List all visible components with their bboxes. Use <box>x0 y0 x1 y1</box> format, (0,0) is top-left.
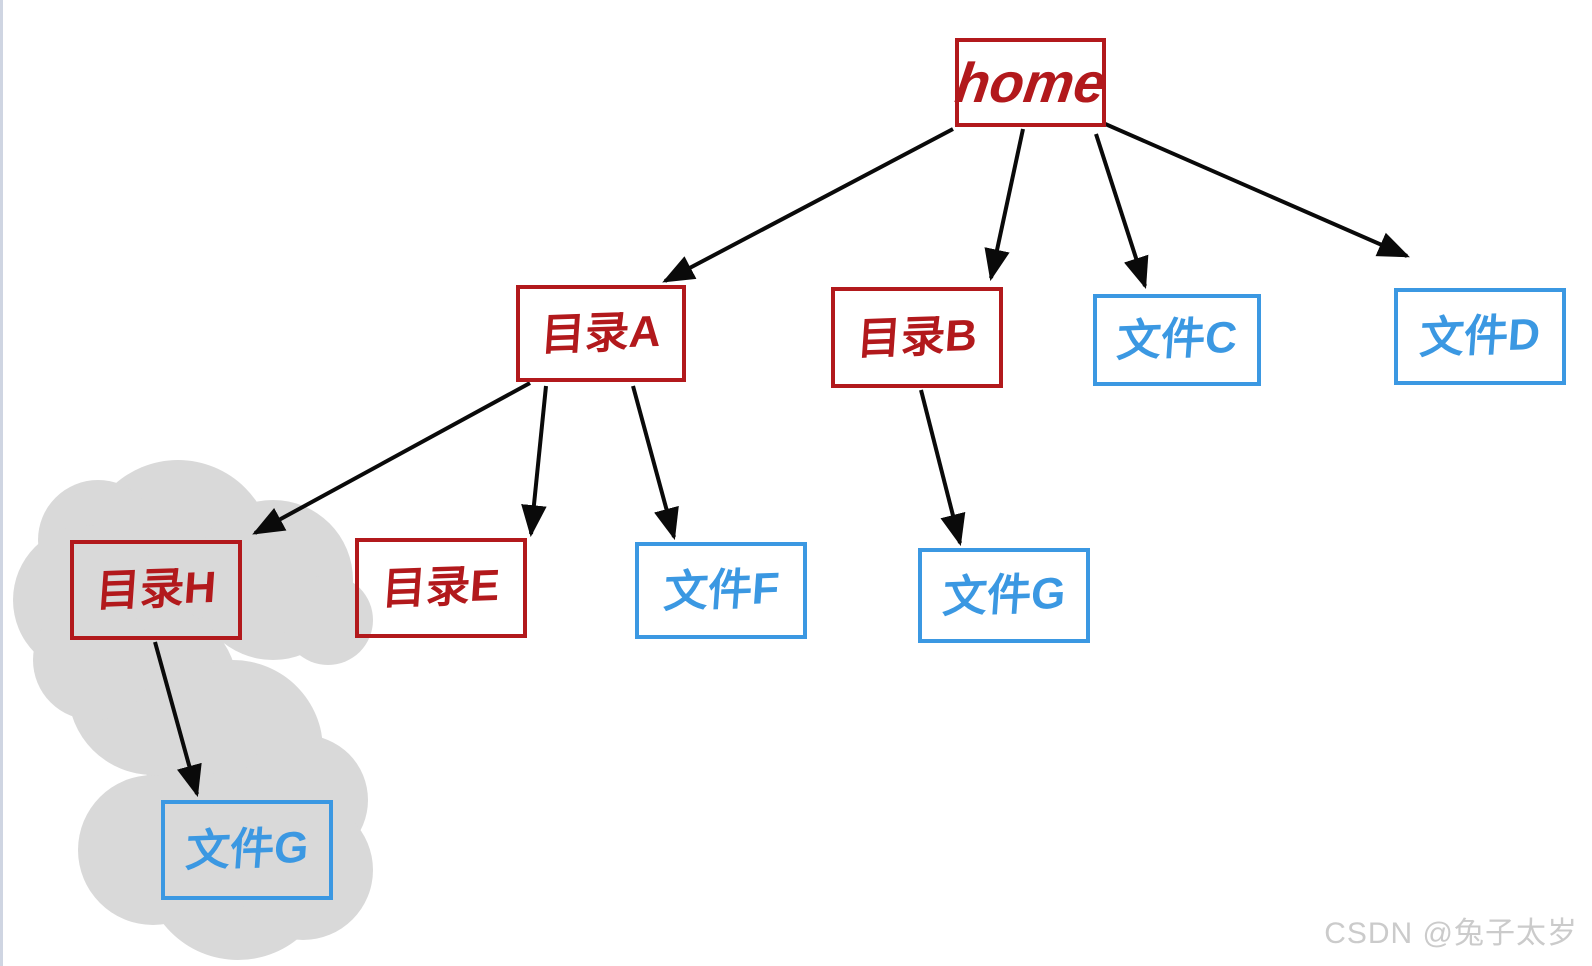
node-file-d: 文件D <box>1394 288 1566 385</box>
node-dir-h: 目录H <box>70 540 242 640</box>
node-dir-h-label: 目录H <box>94 562 218 617</box>
node-file-g2-label: 文件G <box>184 822 311 877</box>
node-dir-a-label: 目录A <box>539 306 663 360</box>
edge-dir-a-dir-e <box>521 385 548 538</box>
node-dir-e-label: 目录E <box>380 560 502 615</box>
node-file-d-label: 文件D <box>1418 309 1542 363</box>
node-file-c: 文件C <box>1093 294 1261 386</box>
edge-dir-a-file-f <box>631 385 679 541</box>
edges <box>153 121 1410 798</box>
edge-home-file-c <box>1094 133 1149 290</box>
watermark: CSDN @兔子太岁 <box>1324 917 1578 950</box>
node-file-f: 文件F <box>635 542 807 639</box>
edge-home-file-d <box>1102 121 1410 258</box>
node-home: home <box>951 38 1110 127</box>
node-dir-b: 目录B <box>831 287 1003 388</box>
edge-home-dir-b <box>984 128 1025 282</box>
node-file-f-label: 文件F <box>661 563 781 617</box>
node-file-g: 文件G <box>918 548 1090 643</box>
edge-dir-a-dir-h <box>252 381 531 535</box>
node-dir-e: 目录E <box>355 538 527 638</box>
edge-dir-h-file-g <box>153 641 202 798</box>
edge-home-dir-a <box>662 127 954 283</box>
node-file-c-label: 文件C <box>1115 312 1239 367</box>
node-file-g2: 文件G <box>161 800 333 900</box>
node-dir-b-label: 目录B <box>855 310 979 364</box>
edge-dir-b-file-g <box>919 389 966 547</box>
node-dir-a: 目录A <box>516 285 686 382</box>
node-home-label: home <box>951 50 1110 114</box>
node-file-g-label: 文件G <box>941 568 1068 622</box>
